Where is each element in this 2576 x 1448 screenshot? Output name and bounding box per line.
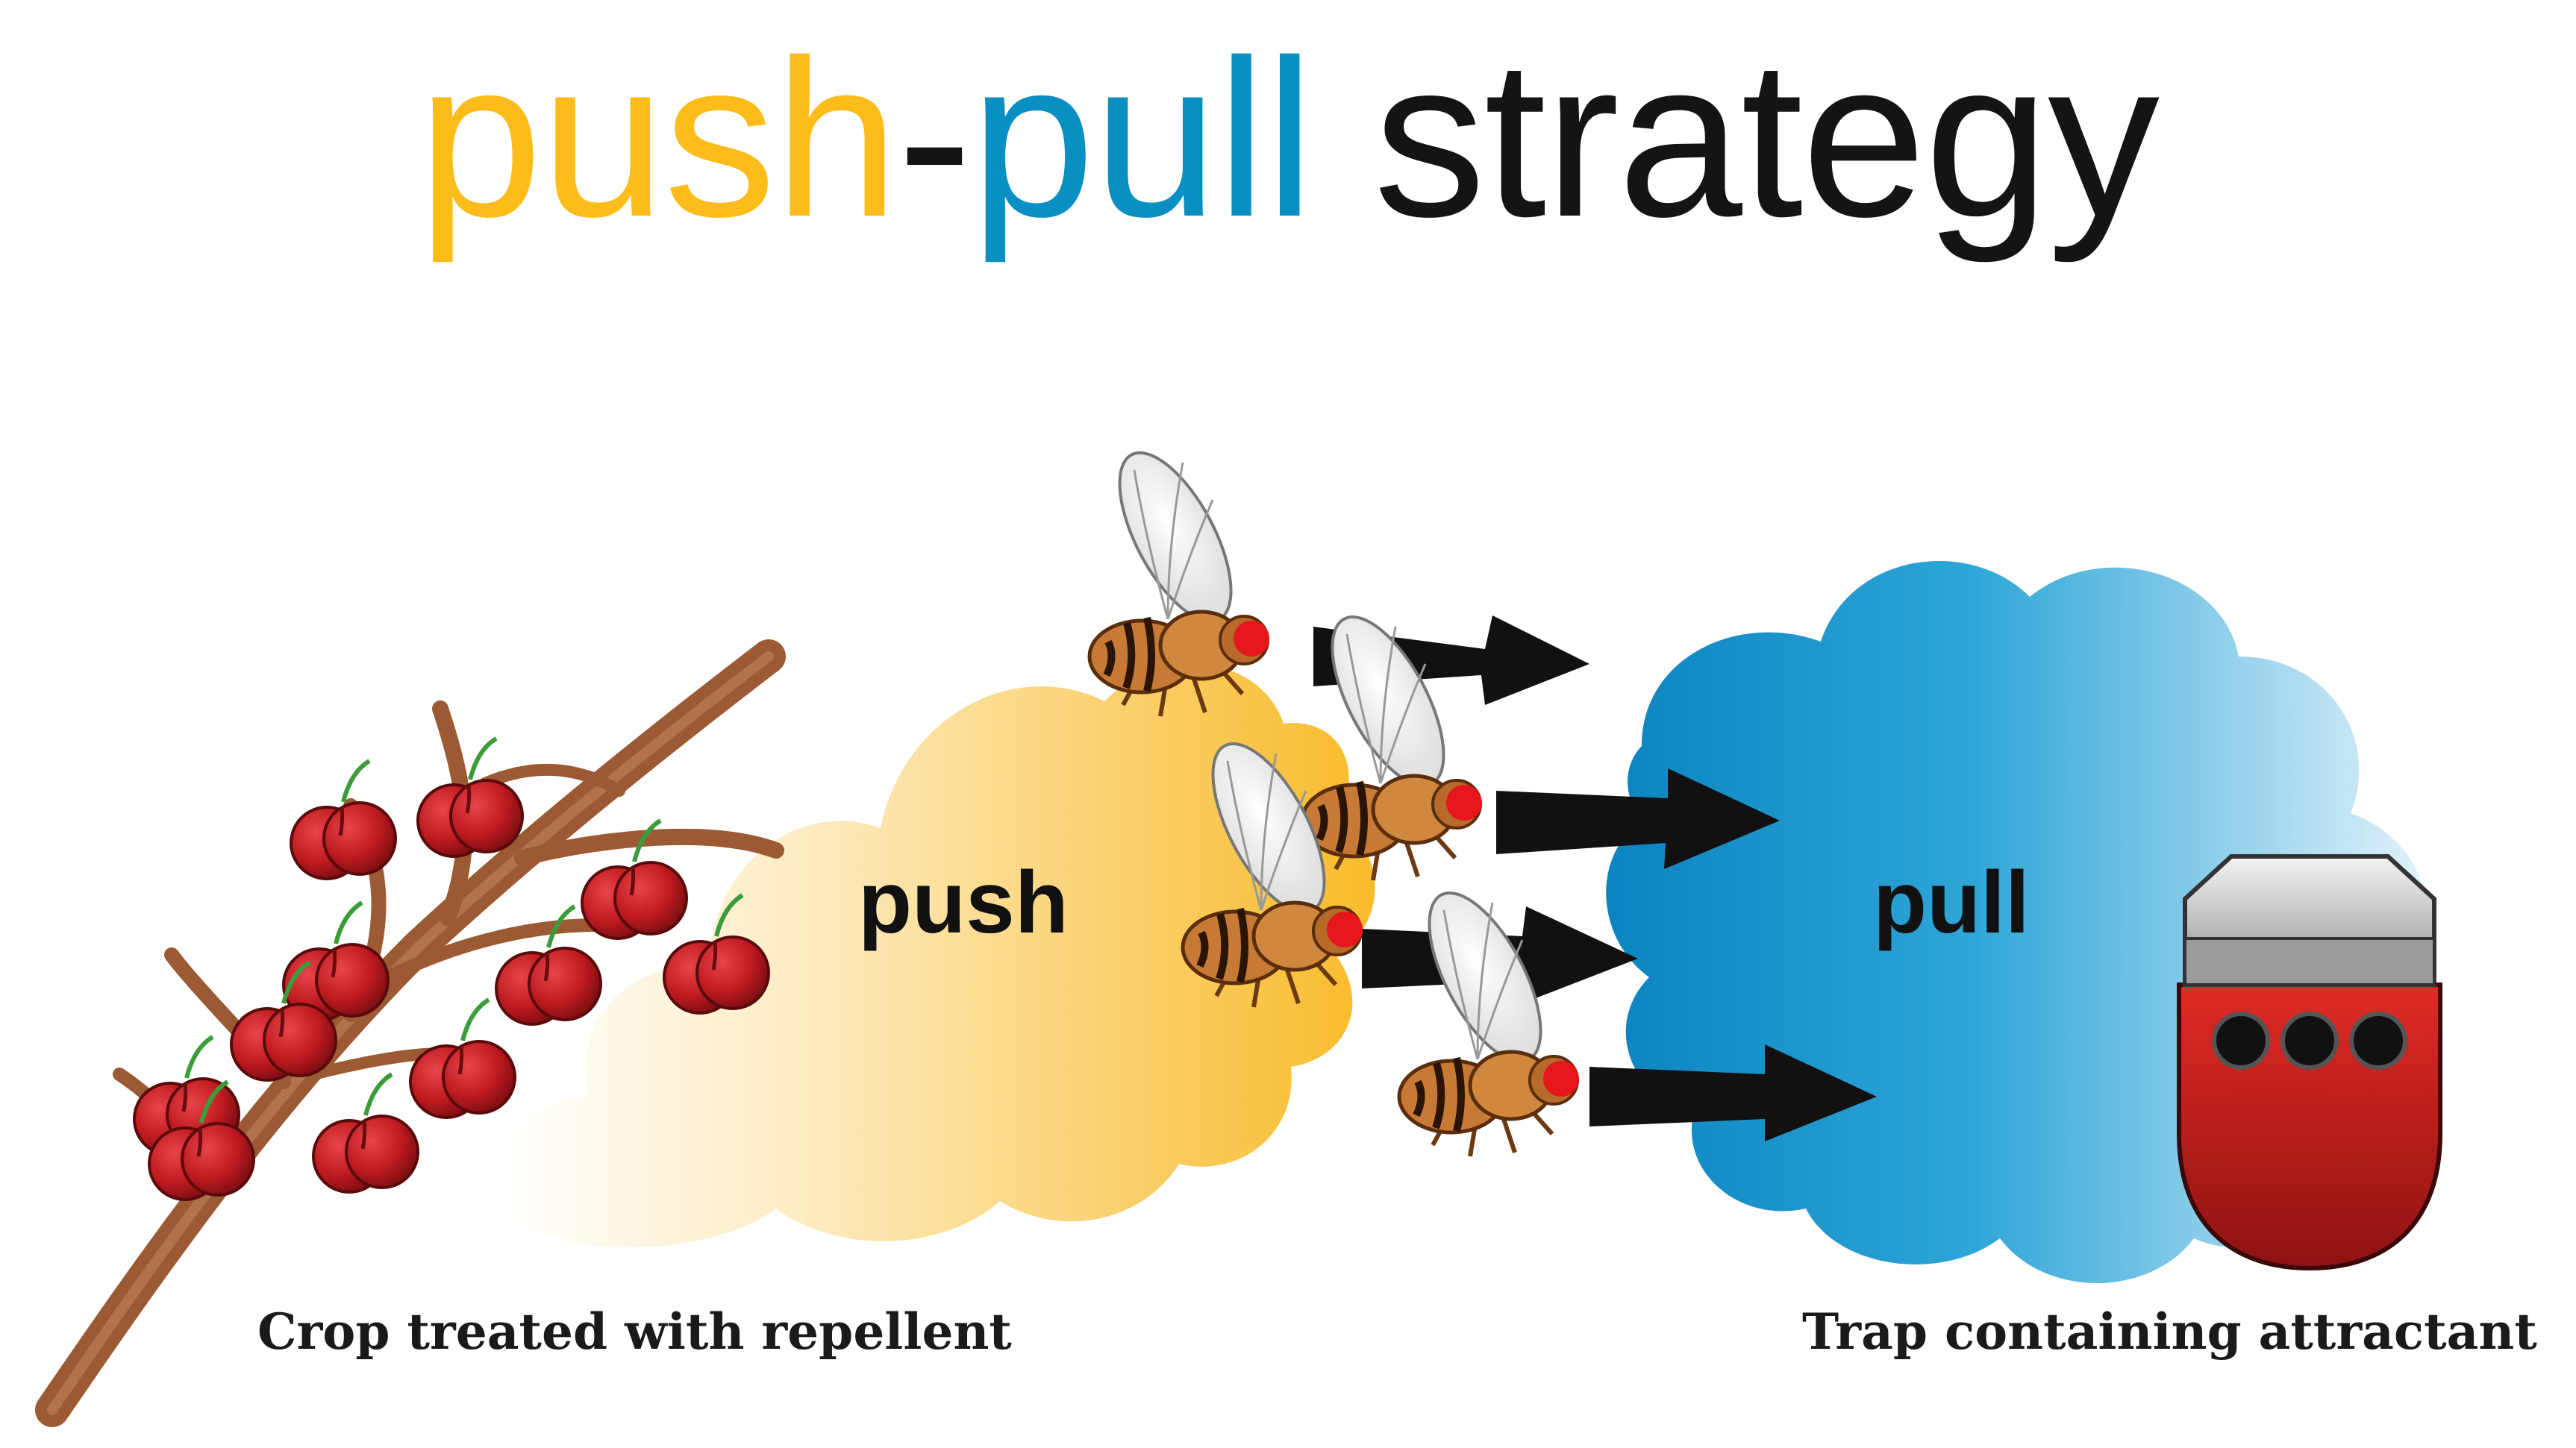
trap-caption: Trap containing attractant <box>1802 1303 2537 1361</box>
push-label: push <box>858 853 1069 952</box>
cherry-icon <box>418 739 522 856</box>
fly-icon <box>1090 436 1269 716</box>
title-pull-word: pull <box>970 13 1314 263</box>
arrow-icon <box>1496 768 1780 869</box>
cherry-icon <box>291 761 396 879</box>
arrows <box>1313 615 1877 1141</box>
cherry-icon <box>410 1000 515 1118</box>
arrow-icon <box>1589 1044 1877 1141</box>
title-push-word: push <box>418 13 899 263</box>
trap-icon <box>2177 854 2442 1271</box>
push-cloud <box>504 663 1375 1248</box>
crop-caption: Crop treated with repellent <box>257 1303 1012 1361</box>
title-hyphen: - <box>897 13 972 263</box>
cherry-icon <box>313 1074 418 1192</box>
title-strategy-word: strategy <box>1313 13 2160 263</box>
pull-label: pull <box>1873 853 2030 952</box>
diagram-title: push-pull strategy <box>0 15 2576 261</box>
